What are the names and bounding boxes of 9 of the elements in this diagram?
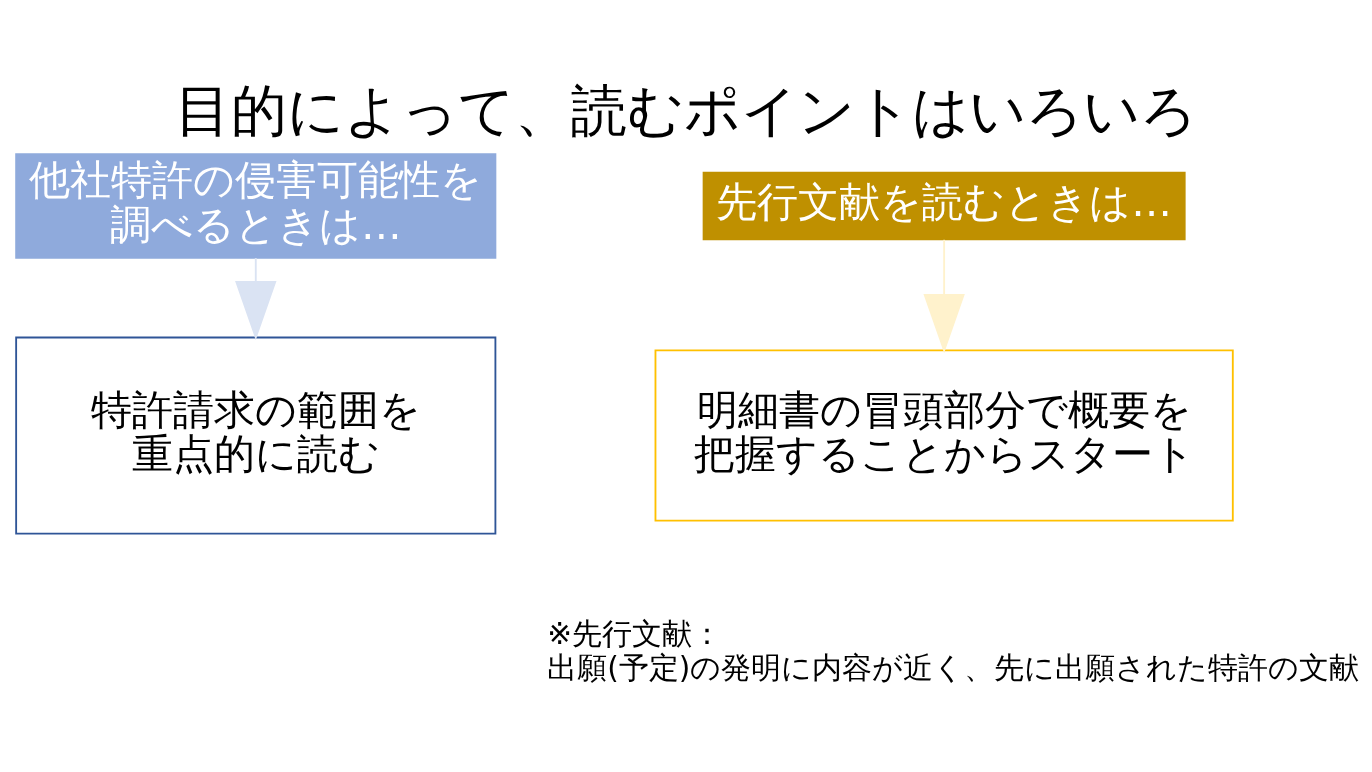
node-box: 先行文献を読むときは…	[702, 171, 1186, 240]
node-box: 他社特許の侵害可能性を調べるときは…	[15, 152, 497, 259]
label: ※先行文献：	[547, 616, 723, 651]
diagram-title: 目的によって、読むポイントはいろいろ	[175, 77, 1197, 143]
arrow	[923, 238, 965, 353]
node-box: 明細書の冒頭部分で概要を把握することからスタート	[654, 349, 1234, 522]
node-box: 特許請求の範囲を重点的に読む	[15, 336, 497, 535]
arrow	[235, 256, 277, 340]
label: 出願(予定)の発明に内容が近く、先に出願された特許の文献	[547, 650, 1360, 685]
